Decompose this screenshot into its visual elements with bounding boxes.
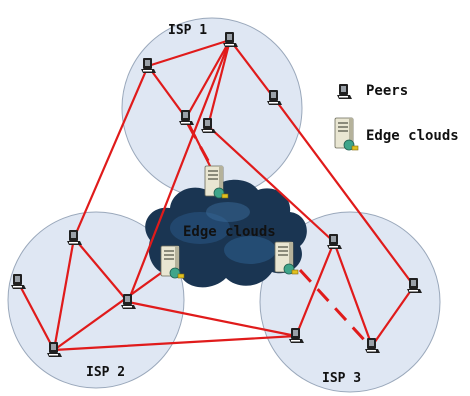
isp3-label: ISP 3 <box>322 371 361 386</box>
legend-edge-clouds-label: Edge clouds <box>366 128 459 144</box>
legend-peers-label: Peers <box>366 83 408 99</box>
edge-cloud-label: Edge clouds <box>183 224 276 240</box>
link <box>146 38 232 68</box>
isp3-region <box>259 211 441 393</box>
link <box>206 124 336 244</box>
link <box>206 38 232 128</box>
link <box>370 284 416 348</box>
legend-edge-server-icon <box>334 117 359 151</box>
link <box>294 240 336 338</box>
legend: Peers Edge clouds <box>334 83 459 151</box>
link <box>72 236 130 304</box>
link <box>52 334 298 352</box>
link <box>126 38 232 304</box>
link <box>332 240 374 348</box>
link <box>52 266 170 352</box>
isp1-label: ISP 1 <box>168 23 207 38</box>
edge-link-dashed <box>298 268 370 346</box>
link <box>146 64 188 120</box>
link <box>16 280 56 352</box>
link <box>72 64 150 240</box>
edge-link-dashed <box>186 123 214 169</box>
isp2-label: ISP 2 <box>86 365 125 380</box>
network-links <box>16 38 416 352</box>
edge-cloud-shape <box>145 179 307 288</box>
link <box>228 38 276 100</box>
link <box>126 300 298 338</box>
legend-peer-icon <box>337 84 352 99</box>
link <box>184 38 232 120</box>
link <box>272 96 416 288</box>
link <box>52 236 76 352</box>
